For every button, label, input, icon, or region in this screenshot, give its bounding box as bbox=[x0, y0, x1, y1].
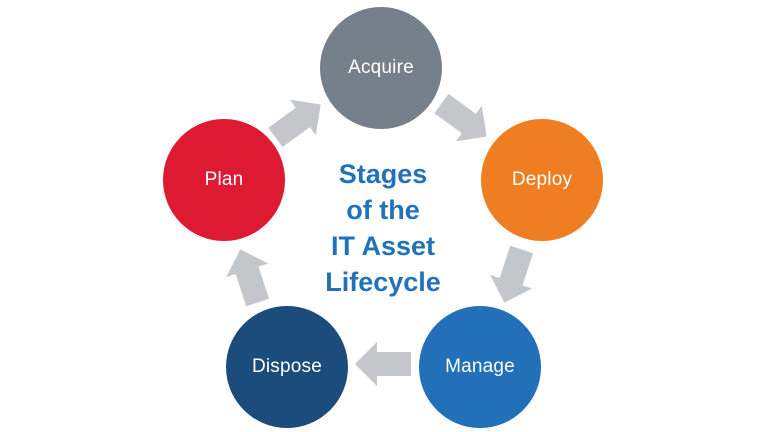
stage-circle-acquire: Acquire bbox=[320, 7, 442, 129]
stage-circle-manage: Manage bbox=[419, 306, 541, 428]
title-line-3: IT Asset bbox=[330, 231, 436, 261]
title-line-1: Stages bbox=[338, 159, 428, 189]
title-line-4: Lifecycle bbox=[325, 267, 441, 297]
stage-circle-deploy: Deploy bbox=[481, 119, 603, 241]
arrow-manage-to-dispose bbox=[355, 342, 411, 386]
block-arrow-icon bbox=[490, 245, 534, 303]
arrow-dispose-to-plan bbox=[219, 243, 278, 310]
arrow-plan-to-acquire bbox=[262, 87, 333, 156]
block-arrow-icon bbox=[355, 342, 411, 386]
stage-label-plan: Plan bbox=[204, 169, 244, 190]
block-arrow-icon bbox=[434, 93, 487, 142]
arrow-deploy-to-manage bbox=[483, 243, 542, 310]
arrow-acquire-to-deploy bbox=[428, 86, 499, 155]
block-arrow-icon bbox=[268, 99, 321, 148]
block-arrow-icon bbox=[226, 249, 270, 307]
stage-label-acquire: Acquire bbox=[348, 57, 414, 78]
title-line-2: of the bbox=[346, 195, 420, 225]
stage-circle-plan: Plan bbox=[163, 119, 285, 241]
stage-circle-dispose: Dispose bbox=[226, 306, 348, 428]
diagram-title: Stages of the IT Asset Lifecycle bbox=[325, 156, 441, 300]
stage-label-dispose: Dispose bbox=[251, 356, 323, 377]
stage-label-deploy: Deploy bbox=[511, 169, 573, 190]
stage-label-manage: Manage bbox=[445, 356, 515, 377]
